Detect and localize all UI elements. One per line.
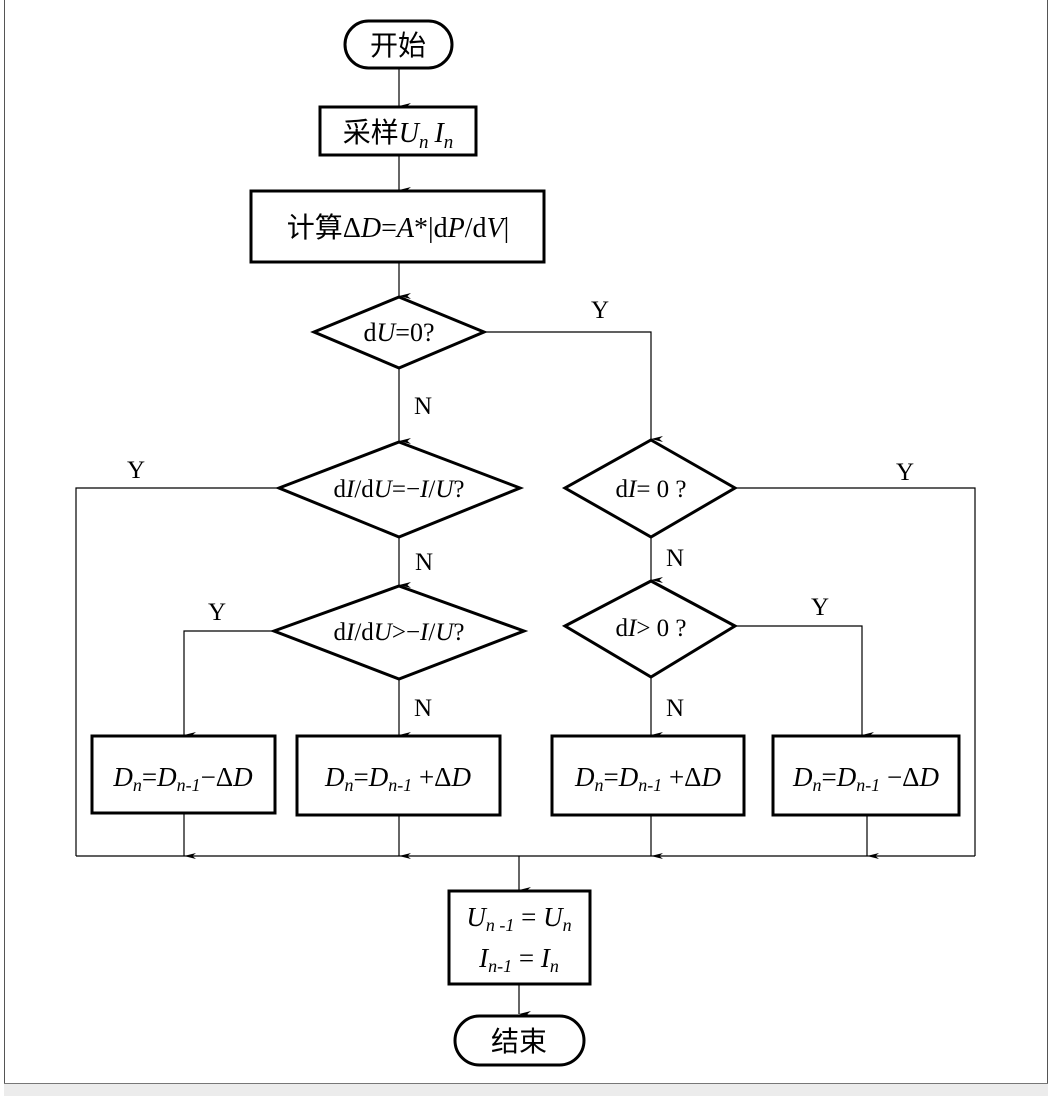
page-border	[4, 0, 1048, 1083]
start-terminal: 开始	[343, 19, 454, 70]
calc-delta: Δ	[343, 213, 361, 244]
decision-didu-equal-label: dI/dU=−I/U?	[334, 476, 465, 503]
label-di0-no: N	[666, 545, 684, 572]
decision-di-positive: dI> 0 ?	[561, 579, 739, 679]
sample-i: I	[433, 118, 445, 149]
edge-digt0-yes	[735, 625, 874, 738]
sample-u: U	[399, 118, 421, 149]
label-didu-gt-no: N	[414, 695, 432, 722]
label-didu-eq-no: N	[415, 549, 433, 576]
decision-du-zero: dU=0?	[310, 295, 488, 370]
calc-rest1: *|d	[414, 213, 448, 244]
calc-d: D	[360, 213, 381, 244]
calc-process: 计算ΔD=A*|dP/dV|	[249, 189, 546, 264]
bottom-strip	[4, 1083, 1048, 1096]
result-box-plus-left: Dn=Dn-1 +ΔD	[295, 734, 502, 817]
update-line-u: Un -1 = Un	[466, 902, 571, 935]
result-box-plus-right: Dn=Dn-1 +ΔD	[550, 734, 746, 817]
start-label: 开始	[370, 30, 426, 62]
result-box-minus-right-label: Dn=Dn-1 −ΔD	[792, 762, 940, 795]
calc-rest3: |	[504, 213, 510, 244]
end-terminal: 结束	[453, 1014, 586, 1067]
label-digt0-no: N	[666, 695, 684, 722]
result-box-minus-left: Dn=Dn-1−ΔD	[90, 734, 277, 815]
edge-di0-yes	[735, 487, 976, 856]
sample-i-sub: n	[444, 132, 454, 153]
label-di0-yes: Y	[896, 459, 914, 486]
label-didu-eq-yes: Y	[127, 457, 145, 484]
decision-di-zero-label: dI= 0 ?	[615, 476, 686, 503]
sample-u-sub: n	[419, 132, 429, 153]
edge-du0-yes	[484, 331, 663, 442]
decision-didu-greater-label: dI/dU>−I/U?	[334, 619, 465, 646]
calc-v: V	[486, 213, 506, 244]
calc-label: 计算ΔD=A*|dP/dV|	[287, 212, 509, 244]
label-du0-no: N	[414, 393, 432, 420]
result-box-minus-left-label: Dn=Dn-1−ΔD	[112, 762, 253, 795]
decision-didu-equal: dI/dU=−I/U?	[274, 440, 525, 539]
decision-di-positive-label: dI> 0 ?	[615, 615, 686, 642]
update-process: Un -1 = Un In-1 = In	[447, 889, 592, 986]
sample-prefix: 采样	[343, 117, 399, 149]
edge-didu-eq-yes	[75, 487, 279, 856]
calc-prefix: 计算	[287, 212, 343, 244]
edge-didu-gt-yes	[183, 630, 274, 738]
label-didu-gt-yes: Y	[208, 599, 226, 626]
calc-rest2: /d	[465, 213, 487, 244]
result-box-plus-left-label: Dn=Dn-1 +ΔD	[324, 762, 472, 795]
label-digt0-yes: Y	[811, 594, 829, 621]
du0-d: d	[364, 318, 377, 347]
end-label: 结束	[491, 1026, 547, 1058]
calc-eq: =	[381, 213, 397, 244]
decision-didu-greater: dI/dU>−I/U?	[269, 584, 529, 681]
update-line-i: In-1 = In	[478, 943, 559, 976]
du0-rest: =0?	[395, 318, 434, 347]
result-box-minus-right: Dn=Dn-1 −ΔD	[771, 734, 961, 817]
decision-du-zero-label: dU=0?	[364, 318, 435, 347]
result-box-plus-right-label: Dn=Dn-1 +ΔD	[574, 762, 722, 795]
branch-labels: Y N Y N Y N Y N Y N	[127, 297, 914, 722]
du0-u: U	[377, 318, 398, 347]
calc-a: A	[395, 213, 415, 244]
calc-p: P	[447, 213, 465, 244]
connectors	[75, 68, 976, 1017]
label-du0-yes: Y	[591, 297, 609, 324]
decision-di-zero: dI= 0 ?	[561, 438, 738, 539]
